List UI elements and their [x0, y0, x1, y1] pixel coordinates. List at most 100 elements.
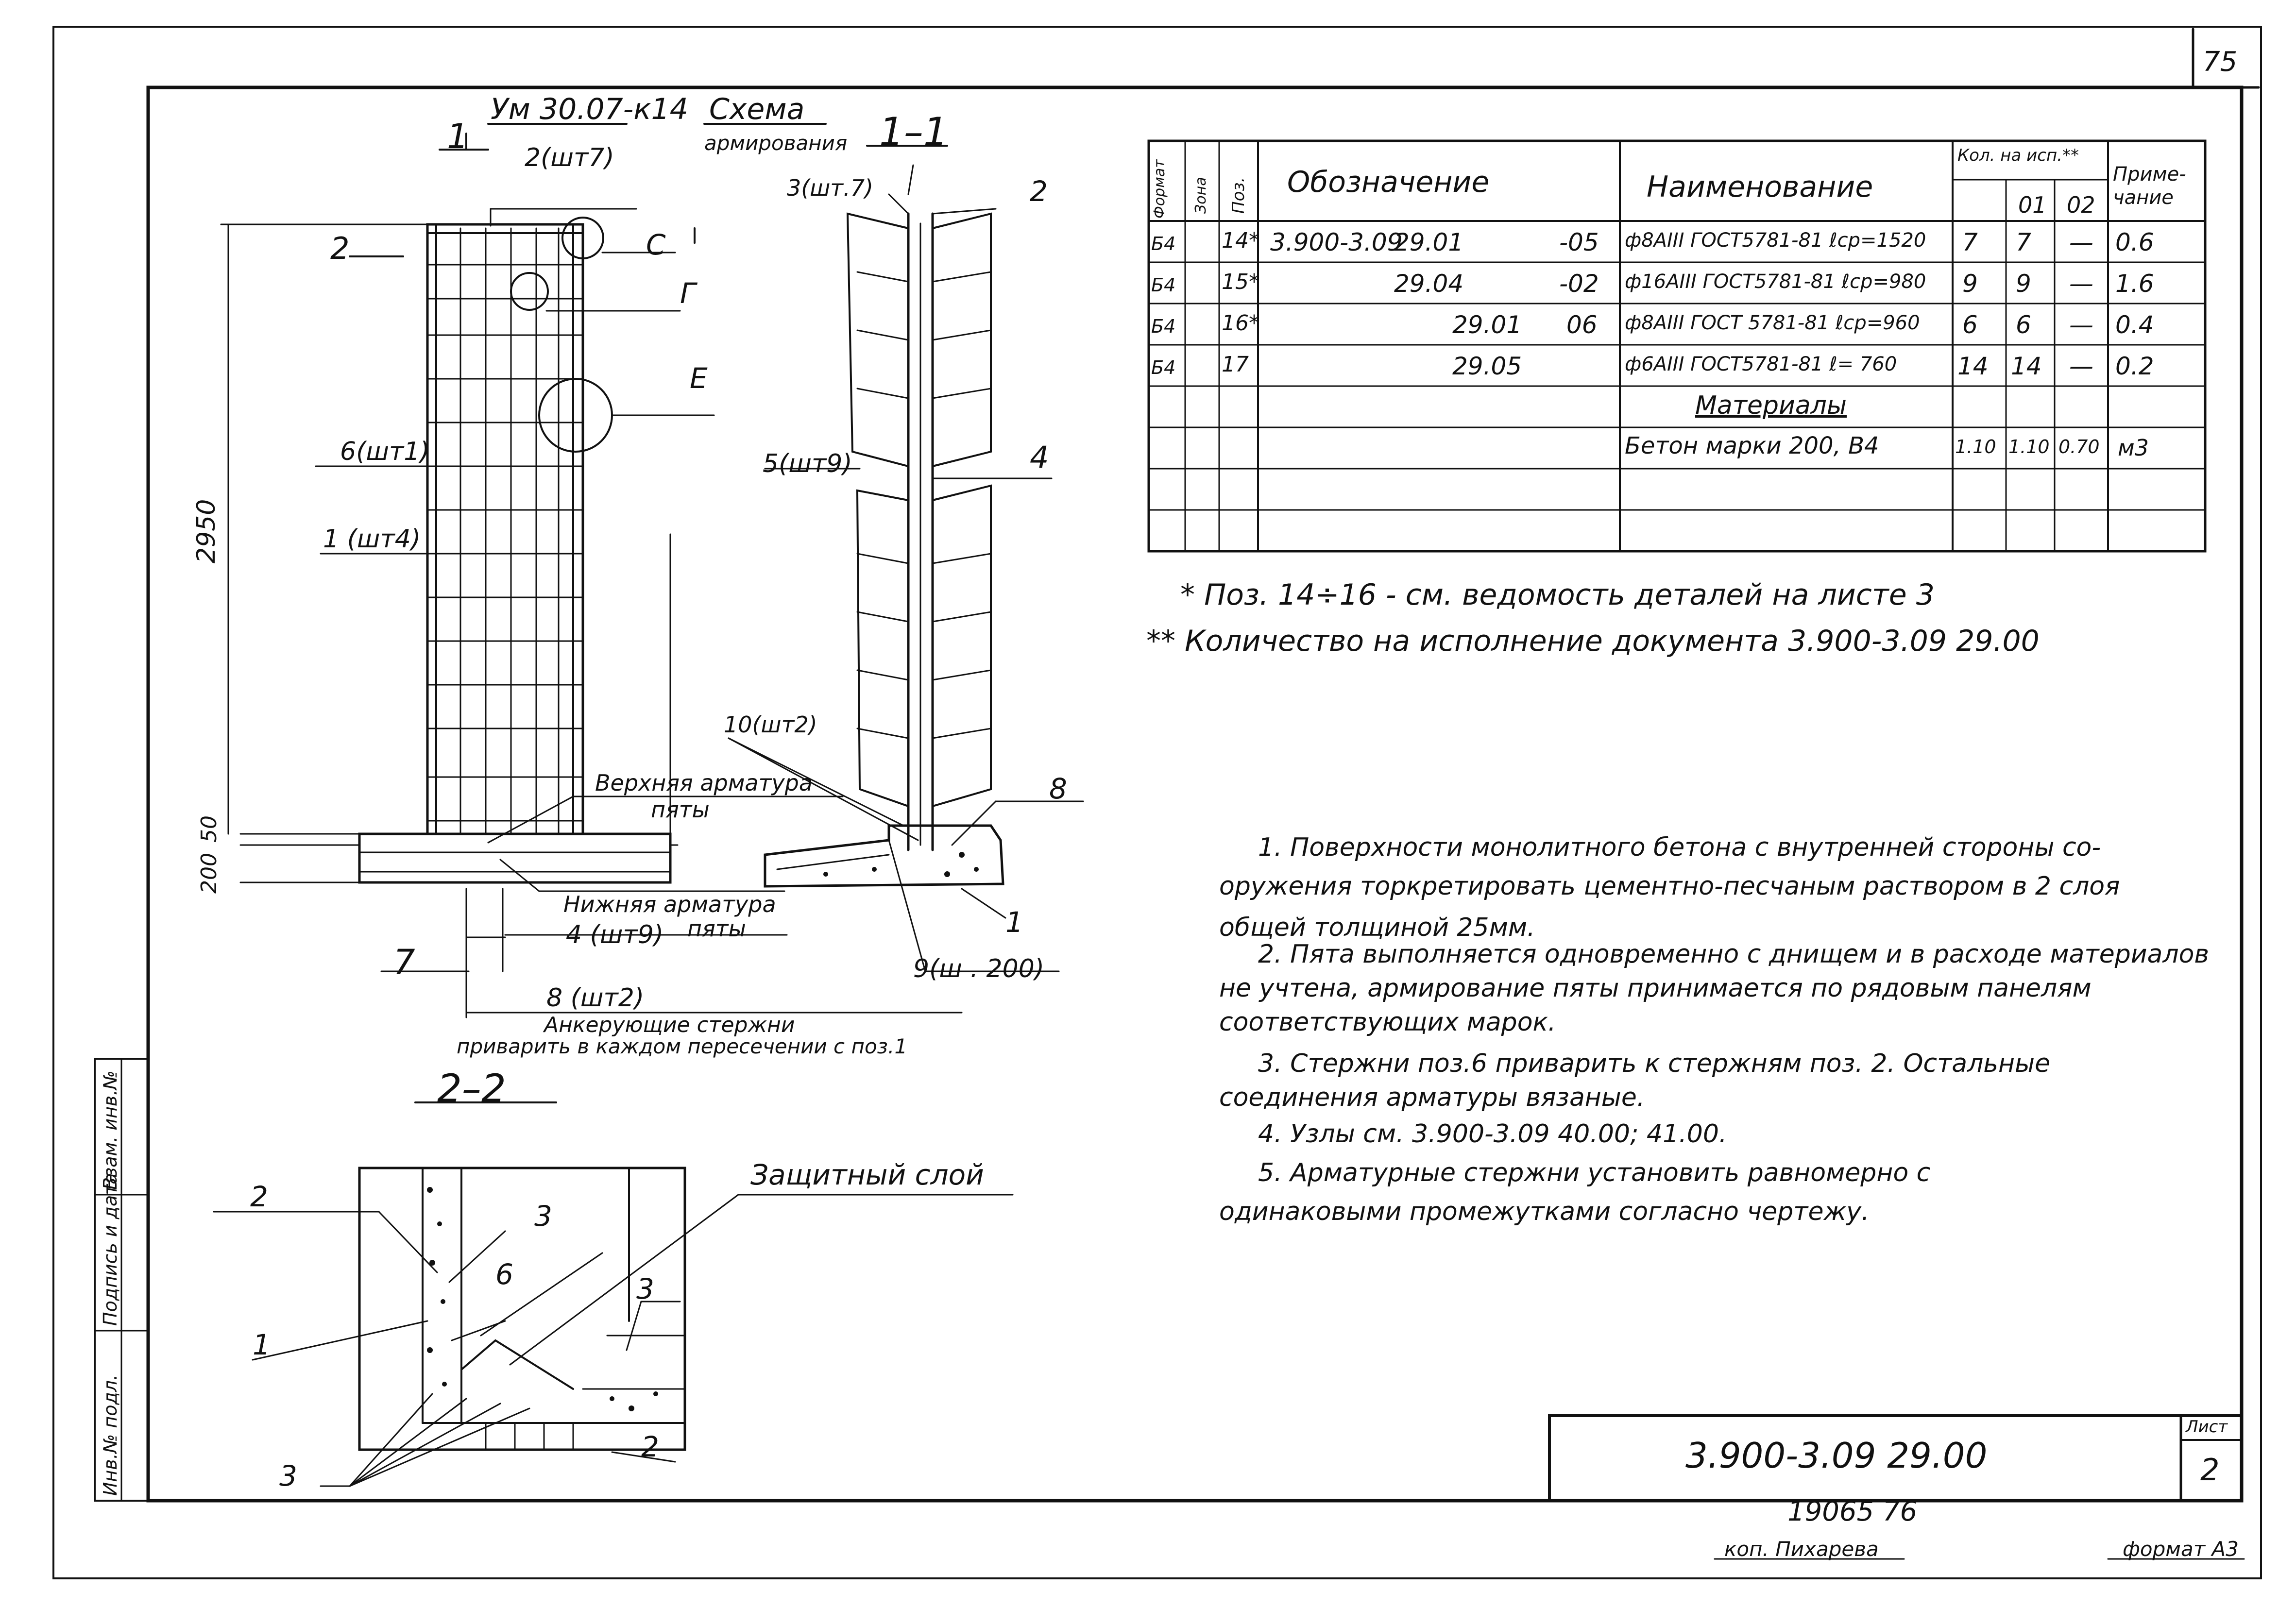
label-bar-2: 2: [1030, 175, 1048, 208]
row-1-format: Б4: [1151, 233, 1176, 254]
row-1-note: 0.6: [2115, 228, 2154, 256]
row-4-qty-b: 14: [2011, 352, 2042, 380]
note-line-3: общей толщиной 25мм.: [1219, 913, 1535, 942]
label-2-2-bar-1: 1: [253, 1328, 271, 1361]
copied-by: коп. Пихарева: [1724, 1537, 1879, 1561]
row-3-qty-b: 6: [2016, 311, 2031, 339]
row-3-note: 0.4: [2115, 311, 2154, 339]
label-e: E: [690, 362, 708, 395]
header-format: Формат: [1151, 159, 1168, 219]
scheme-word-2: армирования: [704, 131, 848, 155]
page-number: 75: [2203, 46, 2238, 78]
label-bar-1: 1: [1005, 906, 1023, 939]
spec-table-grid: [1147, 139, 2207, 553]
label-bar-8: 8: [1049, 772, 1067, 805]
footnote-2: ** Количество на исполнение документа 3.…: [1146, 624, 2040, 658]
stamp-inv-original: Инв.№ подл.: [100, 1374, 121, 1496]
dimension-50: 50: [197, 815, 221, 843]
note-line-9: 4. Узлы см. 3.900-3.09 40.00; 41.00.: [1258, 1119, 1727, 1149]
row-2-version: -02: [1559, 270, 1599, 298]
label-9-sht200: 9(ш . 200): [913, 954, 1045, 983]
sheet-label: Лист: [2186, 1417, 2228, 1437]
row-3-pos: 16*: [1222, 311, 1259, 336]
label-3-sht7: 3(шт.7): [787, 175, 873, 201]
scheme-code: Ум 30.07-к14: [491, 92, 688, 126]
note-line-5: не учтена, армирование пяты принимается …: [1219, 974, 2092, 1003]
stamp-signature-date: Подпись и дата: [100, 1173, 121, 1326]
sheet-format: формат А3: [2123, 1537, 2239, 1561]
label-lower-heel-word: пяты: [687, 915, 746, 942]
scheme-word-1: Схема: [709, 92, 805, 126]
row-1-qty-b: 7: [2016, 228, 2031, 256]
material-name: Бетон марки 200, В4: [1625, 432, 1879, 459]
row-4-code: 29.05: [1452, 352, 1522, 380]
label-1-sht4: 1 (шт4): [323, 525, 421, 554]
row-1-qty-a: 7: [1962, 228, 1978, 256]
label-5-sht9: 5(шт9): [763, 449, 852, 478]
row-2-qty-b: 9: [2016, 270, 2031, 298]
label-10-sht2: 10(шт2): [724, 711, 817, 738]
label-upper-heel-reinforcement: Верхняя арматура: [595, 770, 813, 796]
row-1-pos: 14*: [1222, 228, 1259, 253]
stamp-replacement-inv: Взам. инв.№: [100, 1070, 121, 1190]
header-qty: Кол. на исп.**: [1957, 146, 2079, 165]
cut-2-2-title: 2–2: [437, 1066, 506, 1111]
label-2-2-bar-6: 6: [495, 1258, 513, 1291]
row-4-qty-c: —: [2069, 352, 2093, 380]
material-qty-b: 1.10: [2008, 436, 2050, 457]
row-3-version: 06: [1566, 311, 1598, 339]
row-1-doc: 3.900-3.09: [1270, 228, 1403, 256]
label-lower-heel-reinforcement: Нижняя арматура: [563, 891, 776, 917]
header-designation: Обозначение: [1287, 165, 1490, 199]
label-2-2-bar-3c: 3: [279, 1459, 297, 1492]
label-protective-layer: Защитный слой: [750, 1158, 984, 1191]
dimension-200: 200: [197, 853, 221, 894]
label-4-sht9: 4 (шт9): [566, 920, 664, 949]
row-4-note: 0.2: [2115, 352, 2154, 380]
section-mark-7: 7: [393, 942, 415, 982]
label-2-2-bar-2b: 2: [641, 1430, 659, 1463]
label-c: C: [646, 228, 666, 261]
row-3-qty-a: 6: [1962, 311, 1978, 339]
section-mark-2: 2: [330, 231, 350, 266]
section-mark-1: 1: [447, 117, 469, 156]
document-number: 3.900-3.09 29.00: [1685, 1435, 1988, 1476]
footnote-1: * Поз. 14÷16 - см. ведомость деталей на …: [1180, 578, 1935, 612]
header-note: Приме-чание: [2113, 163, 2186, 209]
title-block-frame: [1548, 1414, 2243, 1502]
row-2-code: 29.04: [1394, 270, 1464, 298]
section-1-1-drawing: [728, 164, 1084, 972]
label-upper-heel-word: пяты: [651, 796, 710, 823]
note-line-2: оружения торкретировать цементно-песчаны…: [1219, 872, 2120, 901]
row-2-pos: 15*: [1222, 270, 1259, 294]
row-2-note: 1.6: [2115, 270, 2154, 298]
inner-frame: [146, 85, 2244, 1503]
label-anchor-weld: приварить в каждом пересечении с поз.1: [457, 1034, 908, 1058]
row-4-pos: 17: [1222, 352, 1249, 377]
side-stamp-frame: [94, 1058, 149, 1502]
note-line-10: 5. Арматурные стержни установить равноме…: [1258, 1158, 1931, 1187]
row-2-name: ф16AIII ГОСТ5781-81 ℓср=980: [1625, 271, 1926, 293]
material-unit: м3: [2118, 435, 2149, 461]
row-4-name: ф6AIII ГОСТ5781-81 ℓ= 760: [1625, 353, 1897, 375]
note-line-1: 1. Поверхности монолитного бетона с внут…: [1258, 833, 2101, 862]
page-number-box: [2192, 28, 2260, 89]
label-2-2-bar-2: 2: [250, 1180, 268, 1213]
row-1-code: 29.01: [1394, 228, 1464, 256]
label-g: Г: [680, 277, 696, 310]
elevation-drawing: [220, 123, 963, 1018]
header-zone: Зона: [1192, 177, 1209, 214]
row-2-qty-c: —: [2069, 270, 2093, 298]
label-8-sht2: 8 (шт2): [546, 983, 645, 1013]
outer-frame: [52, 26, 2262, 1579]
label-2-sht7: 2(шт7): [525, 143, 614, 172]
cut-1-1-title: 1–1: [879, 109, 948, 154]
row-2-qty-a: 9: [1962, 270, 1978, 298]
section-2-2-drawing: [213, 1101, 1014, 1487]
row-1-version: -05: [1559, 228, 1599, 256]
label-anchor-bars: Анкерующие стержни: [544, 1013, 795, 1037]
note-line-11: одинаковыми промежутками согласно чертеж…: [1219, 1197, 1870, 1226]
label-6-sht1: 6(шт1): [340, 437, 430, 466]
note-line-7: 3. Стержни поз.6 приварить к стержням по…: [1258, 1049, 2051, 1078]
